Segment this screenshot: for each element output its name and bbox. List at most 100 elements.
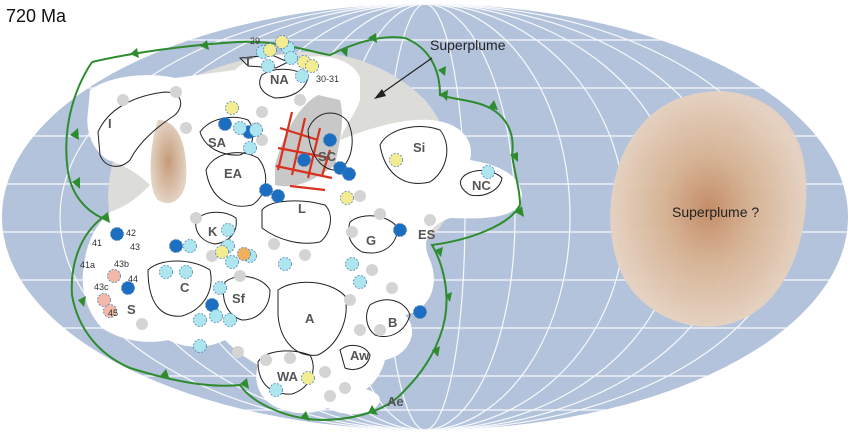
site-marker-grey xyxy=(232,346,244,358)
site-marker-grey xyxy=(256,106,268,118)
label-a: A xyxy=(305,311,315,326)
label-wa: WA xyxy=(277,369,299,384)
site-marker-cyan xyxy=(209,309,223,323)
continent-landmass xyxy=(82,55,523,414)
site-marker-cyan xyxy=(243,141,257,155)
site-marker-blue xyxy=(110,227,124,241)
craton-outline-a xyxy=(277,281,347,356)
craton-outline-si xyxy=(379,126,448,184)
site-marker-grey xyxy=(366,264,378,276)
site-marker-grey xyxy=(374,208,386,220)
site-marker-blue xyxy=(323,133,337,147)
site-marker-grey xyxy=(180,122,192,134)
site-marker-grey xyxy=(324,390,336,402)
site-43: 43 xyxy=(130,242,140,252)
site-marker-cyan xyxy=(179,265,193,279)
site-marker-cyan xyxy=(223,313,237,327)
site-marker-grey xyxy=(319,366,331,378)
site-marker-grey xyxy=(386,282,398,294)
site-marker-pink xyxy=(97,293,111,307)
label-sa: SA xyxy=(208,135,227,150)
label-es: ES xyxy=(418,227,436,242)
site-marker-cyan xyxy=(284,51,298,65)
site-43c: 43c xyxy=(94,282,109,292)
site-marker-grey xyxy=(354,190,366,202)
craton-outline-sf xyxy=(223,275,271,321)
site-marker-yellow xyxy=(305,59,319,73)
site-marker-grey xyxy=(117,94,129,106)
site-marker-grey xyxy=(299,249,311,261)
site-marker-cyan xyxy=(225,255,239,269)
site-41: 41 xyxy=(92,238,102,248)
site-number-labels: 29 30-31 41 41a 42 43 43b 43c 44 45 xyxy=(80,36,339,318)
craton-outlines xyxy=(97,54,503,395)
site-marker-cyan xyxy=(353,275,367,289)
label-aw: Aw xyxy=(350,348,370,363)
site-marker-cyan xyxy=(193,339,207,353)
site-marker-cyan xyxy=(159,265,173,279)
site-marker-yellow xyxy=(215,245,229,259)
subduction-zone-west xyxy=(65,61,521,422)
site-marker-grey xyxy=(339,382,351,394)
site-marker-blue xyxy=(218,117,232,131)
site-marker-cyan xyxy=(183,239,197,253)
site-marker-grey xyxy=(190,212,202,224)
site-marker-blue xyxy=(271,189,285,203)
site-marker-blue xyxy=(413,305,427,319)
craton-outline-k xyxy=(195,211,237,245)
site-marker-blue xyxy=(205,298,219,312)
label-k: K xyxy=(208,224,218,239)
superplume-question-label: Superplume ? xyxy=(672,204,759,220)
site-marker-pink xyxy=(107,269,121,283)
site-marker-blue xyxy=(259,183,273,197)
craton-outline-na xyxy=(259,68,309,99)
site-marker-grey xyxy=(284,352,296,364)
site-marker-grey xyxy=(294,94,306,106)
site-marker-yellow xyxy=(275,35,289,49)
site-marker-grey xyxy=(234,270,246,282)
site-marker-cyan xyxy=(295,69,309,83)
site-marker-cyan xyxy=(269,383,283,397)
site-45: 45 xyxy=(108,308,118,318)
site-marker-cyan xyxy=(213,281,227,295)
site-marker-grey xyxy=(354,324,366,336)
site-marker-yellow xyxy=(340,191,354,205)
site-29: 29 xyxy=(250,36,260,46)
site-marker-blue xyxy=(169,239,183,253)
label-b: B xyxy=(388,315,397,330)
site-marker-blue xyxy=(393,223,407,237)
label-c: C xyxy=(180,280,190,295)
craton-labels: I T NA SA SC Si EA NC L K ES G C Sf S A … xyxy=(108,54,491,409)
site-30-31: 30-31 xyxy=(316,74,339,84)
site-marker-grey xyxy=(344,294,356,306)
superplume-label: Superplume xyxy=(430,37,506,53)
site-marker-cyan xyxy=(193,313,207,327)
site-marker-grey xyxy=(374,324,386,336)
site-marker-orange xyxy=(237,247,251,261)
label-sf: Sf xyxy=(232,291,246,306)
site-marker-yellow xyxy=(389,153,403,167)
site-marker-grey xyxy=(346,226,358,238)
label-na: NA xyxy=(270,72,289,87)
craton-outline-c xyxy=(147,260,212,317)
superplume-arrow xyxy=(374,57,433,99)
site-marker-grey xyxy=(170,86,182,98)
label-t: T xyxy=(244,54,252,69)
site-44: 44 xyxy=(128,274,138,284)
craton-outline-sc xyxy=(307,112,353,171)
site-marker-grey xyxy=(424,214,436,226)
site-marker-cyan xyxy=(233,121,247,135)
label-sc: SC xyxy=(318,149,337,164)
site-marker-cyan xyxy=(261,59,275,73)
craton-outline-nc xyxy=(459,170,503,197)
label-s: S xyxy=(127,302,136,317)
site-marker-yellow xyxy=(263,43,277,57)
craton-outline-ea xyxy=(205,152,267,207)
site-marker-pink xyxy=(103,304,117,318)
site-marker-grey xyxy=(256,134,268,146)
rift-zone xyxy=(275,95,343,192)
site-42: 42 xyxy=(126,228,136,238)
site-marker-grey xyxy=(268,238,280,250)
site-markers xyxy=(97,35,495,402)
site-marker-grey xyxy=(206,250,218,262)
